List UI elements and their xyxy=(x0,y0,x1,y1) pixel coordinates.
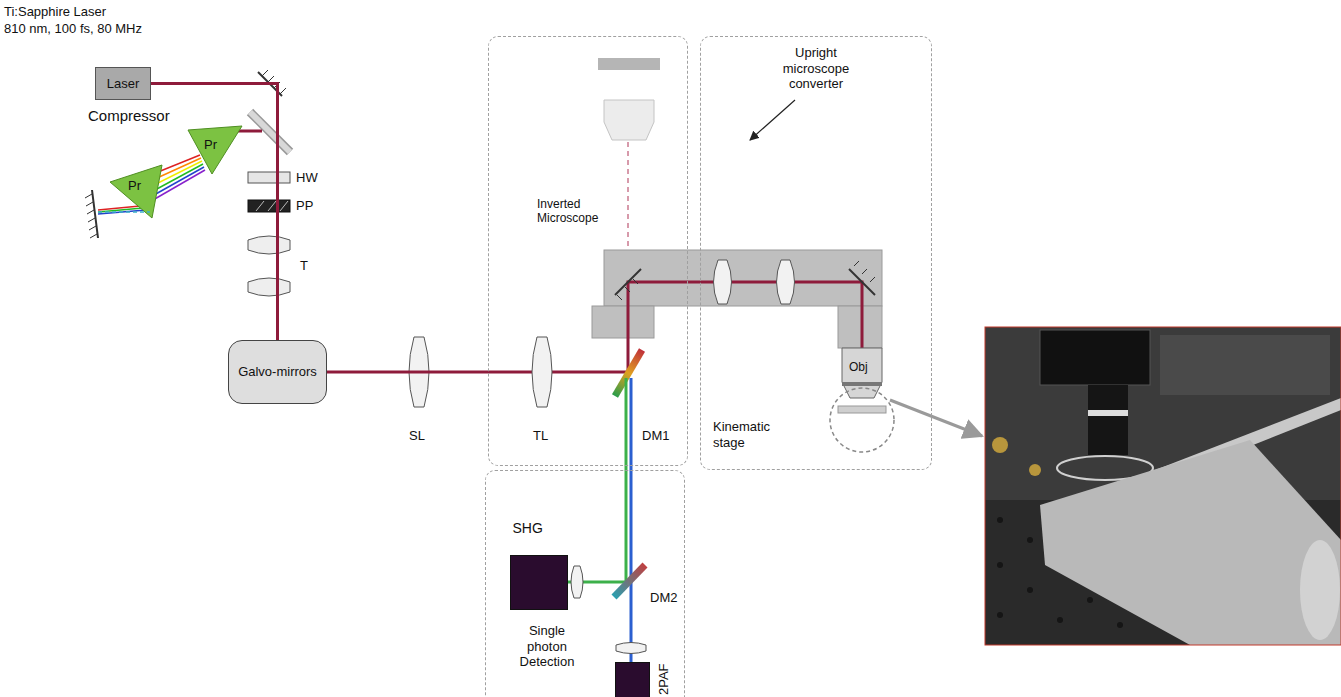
objective-band xyxy=(842,382,882,386)
shg-detector: SHG xyxy=(510,555,568,610)
node-title: SHG xyxy=(513,520,573,537)
zoom-circle xyxy=(830,388,894,452)
table-hole xyxy=(997,562,1003,568)
laser-box: Laser xyxy=(95,67,151,100)
mirror-hatch xyxy=(854,261,875,282)
spectrum-ray xyxy=(155,164,203,190)
return-beam xyxy=(98,211,150,213)
inverted-microscope-region: Inverted Microscope xyxy=(488,36,688,466)
laser-beam xyxy=(327,371,488,374)
pointer-arrow xyxy=(750,100,795,140)
laser-beam xyxy=(151,84,278,341)
photo-ground xyxy=(985,327,1341,645)
half-wave-plate xyxy=(248,172,290,183)
node-title: Galvo-mirrors xyxy=(238,364,317,380)
microscope-port xyxy=(592,306,654,338)
spectrum-ray xyxy=(154,167,204,195)
upright-converter-region: Upright microscope converterKinematic st… xyxy=(700,36,932,470)
laser-spec: 810 nm, 100 fs, 80 MHz xyxy=(4,21,142,37)
part-label: Compressor xyxy=(88,107,170,125)
part-label: Pr xyxy=(128,178,141,194)
detector-lens xyxy=(616,643,646,654)
node-title: 2PAF xyxy=(656,663,672,695)
inverted-objective xyxy=(604,100,654,140)
polarizer-lines xyxy=(256,201,288,211)
laser-beam xyxy=(488,371,628,374)
photo-frame xyxy=(985,327,1341,645)
part-label: PP xyxy=(296,198,313,214)
detector-lens xyxy=(571,566,583,598)
dichroic-mirror xyxy=(614,565,645,597)
part-label: T xyxy=(300,258,308,274)
converter-arm xyxy=(838,306,882,348)
mirror xyxy=(92,190,98,238)
table-hole xyxy=(1027,587,1033,593)
table-hole xyxy=(1027,537,1033,543)
galvo-mirror-box: Galvo-mirrors xyxy=(228,340,327,404)
telescope-lens xyxy=(248,236,290,254)
relay-lens xyxy=(714,260,732,304)
laser-spec: Ti:Sapphire Laser xyxy=(4,4,106,20)
table-hole xyxy=(1057,617,1063,623)
sample-slide xyxy=(598,58,660,70)
telescope-lens xyxy=(248,278,290,296)
node-title: Inverted Microscope xyxy=(537,197,617,226)
node-title: Laser xyxy=(107,76,140,92)
table-hole xyxy=(997,517,1003,523)
mirror-hatch xyxy=(617,279,638,300)
brass-knob xyxy=(1029,464,1041,476)
part-label: SL xyxy=(409,428,425,444)
part-label: DM2 xyxy=(650,590,677,606)
prism xyxy=(110,165,162,218)
converter-body xyxy=(604,250,882,306)
prism xyxy=(188,126,242,174)
polarizer xyxy=(248,200,290,212)
microscope-tube xyxy=(1040,440,1341,645)
part-label: DM1 xyxy=(642,428,669,444)
table-hole xyxy=(1087,597,1093,603)
part-label: Pr xyxy=(204,137,217,153)
unused-beam-path xyxy=(627,142,629,250)
2paf-detector: 2PAF xyxy=(615,662,650,697)
mirror xyxy=(615,269,641,295)
node-title: Single photon Detection xyxy=(511,623,583,670)
part-label: Obj xyxy=(849,360,868,374)
part-label: TL xyxy=(533,428,548,444)
photo-objective xyxy=(1088,385,1128,455)
tube-end xyxy=(1300,540,1340,640)
camera-block xyxy=(1040,330,1150,385)
sample-slide xyxy=(838,406,886,413)
table-hole xyxy=(997,612,1003,618)
mirror xyxy=(849,269,875,295)
mirror-hatch xyxy=(85,194,97,238)
relay-lens xyxy=(777,260,795,304)
brass-knob xyxy=(992,437,1008,453)
shg-signal-beam xyxy=(625,378,628,582)
tube-lens xyxy=(532,337,552,407)
background-equipment xyxy=(1160,335,1330,395)
detection-region: SHG 2PAF Single photon Detection xyxy=(485,470,685,697)
spectrum-ray xyxy=(153,170,205,200)
dichroic-mirror xyxy=(615,350,642,396)
table-hole xyxy=(1117,622,1123,628)
zoom-arrow xyxy=(890,400,982,436)
setup-photo xyxy=(985,327,1341,645)
node-subtitle: Kinematic stage xyxy=(713,419,793,450)
fluorescence-beam xyxy=(630,378,633,664)
objective-ring xyxy=(1088,410,1128,416)
part-label: HW xyxy=(296,170,318,186)
laser-beam xyxy=(628,282,862,372)
node-title: Upright microscope converter xyxy=(761,45,871,92)
